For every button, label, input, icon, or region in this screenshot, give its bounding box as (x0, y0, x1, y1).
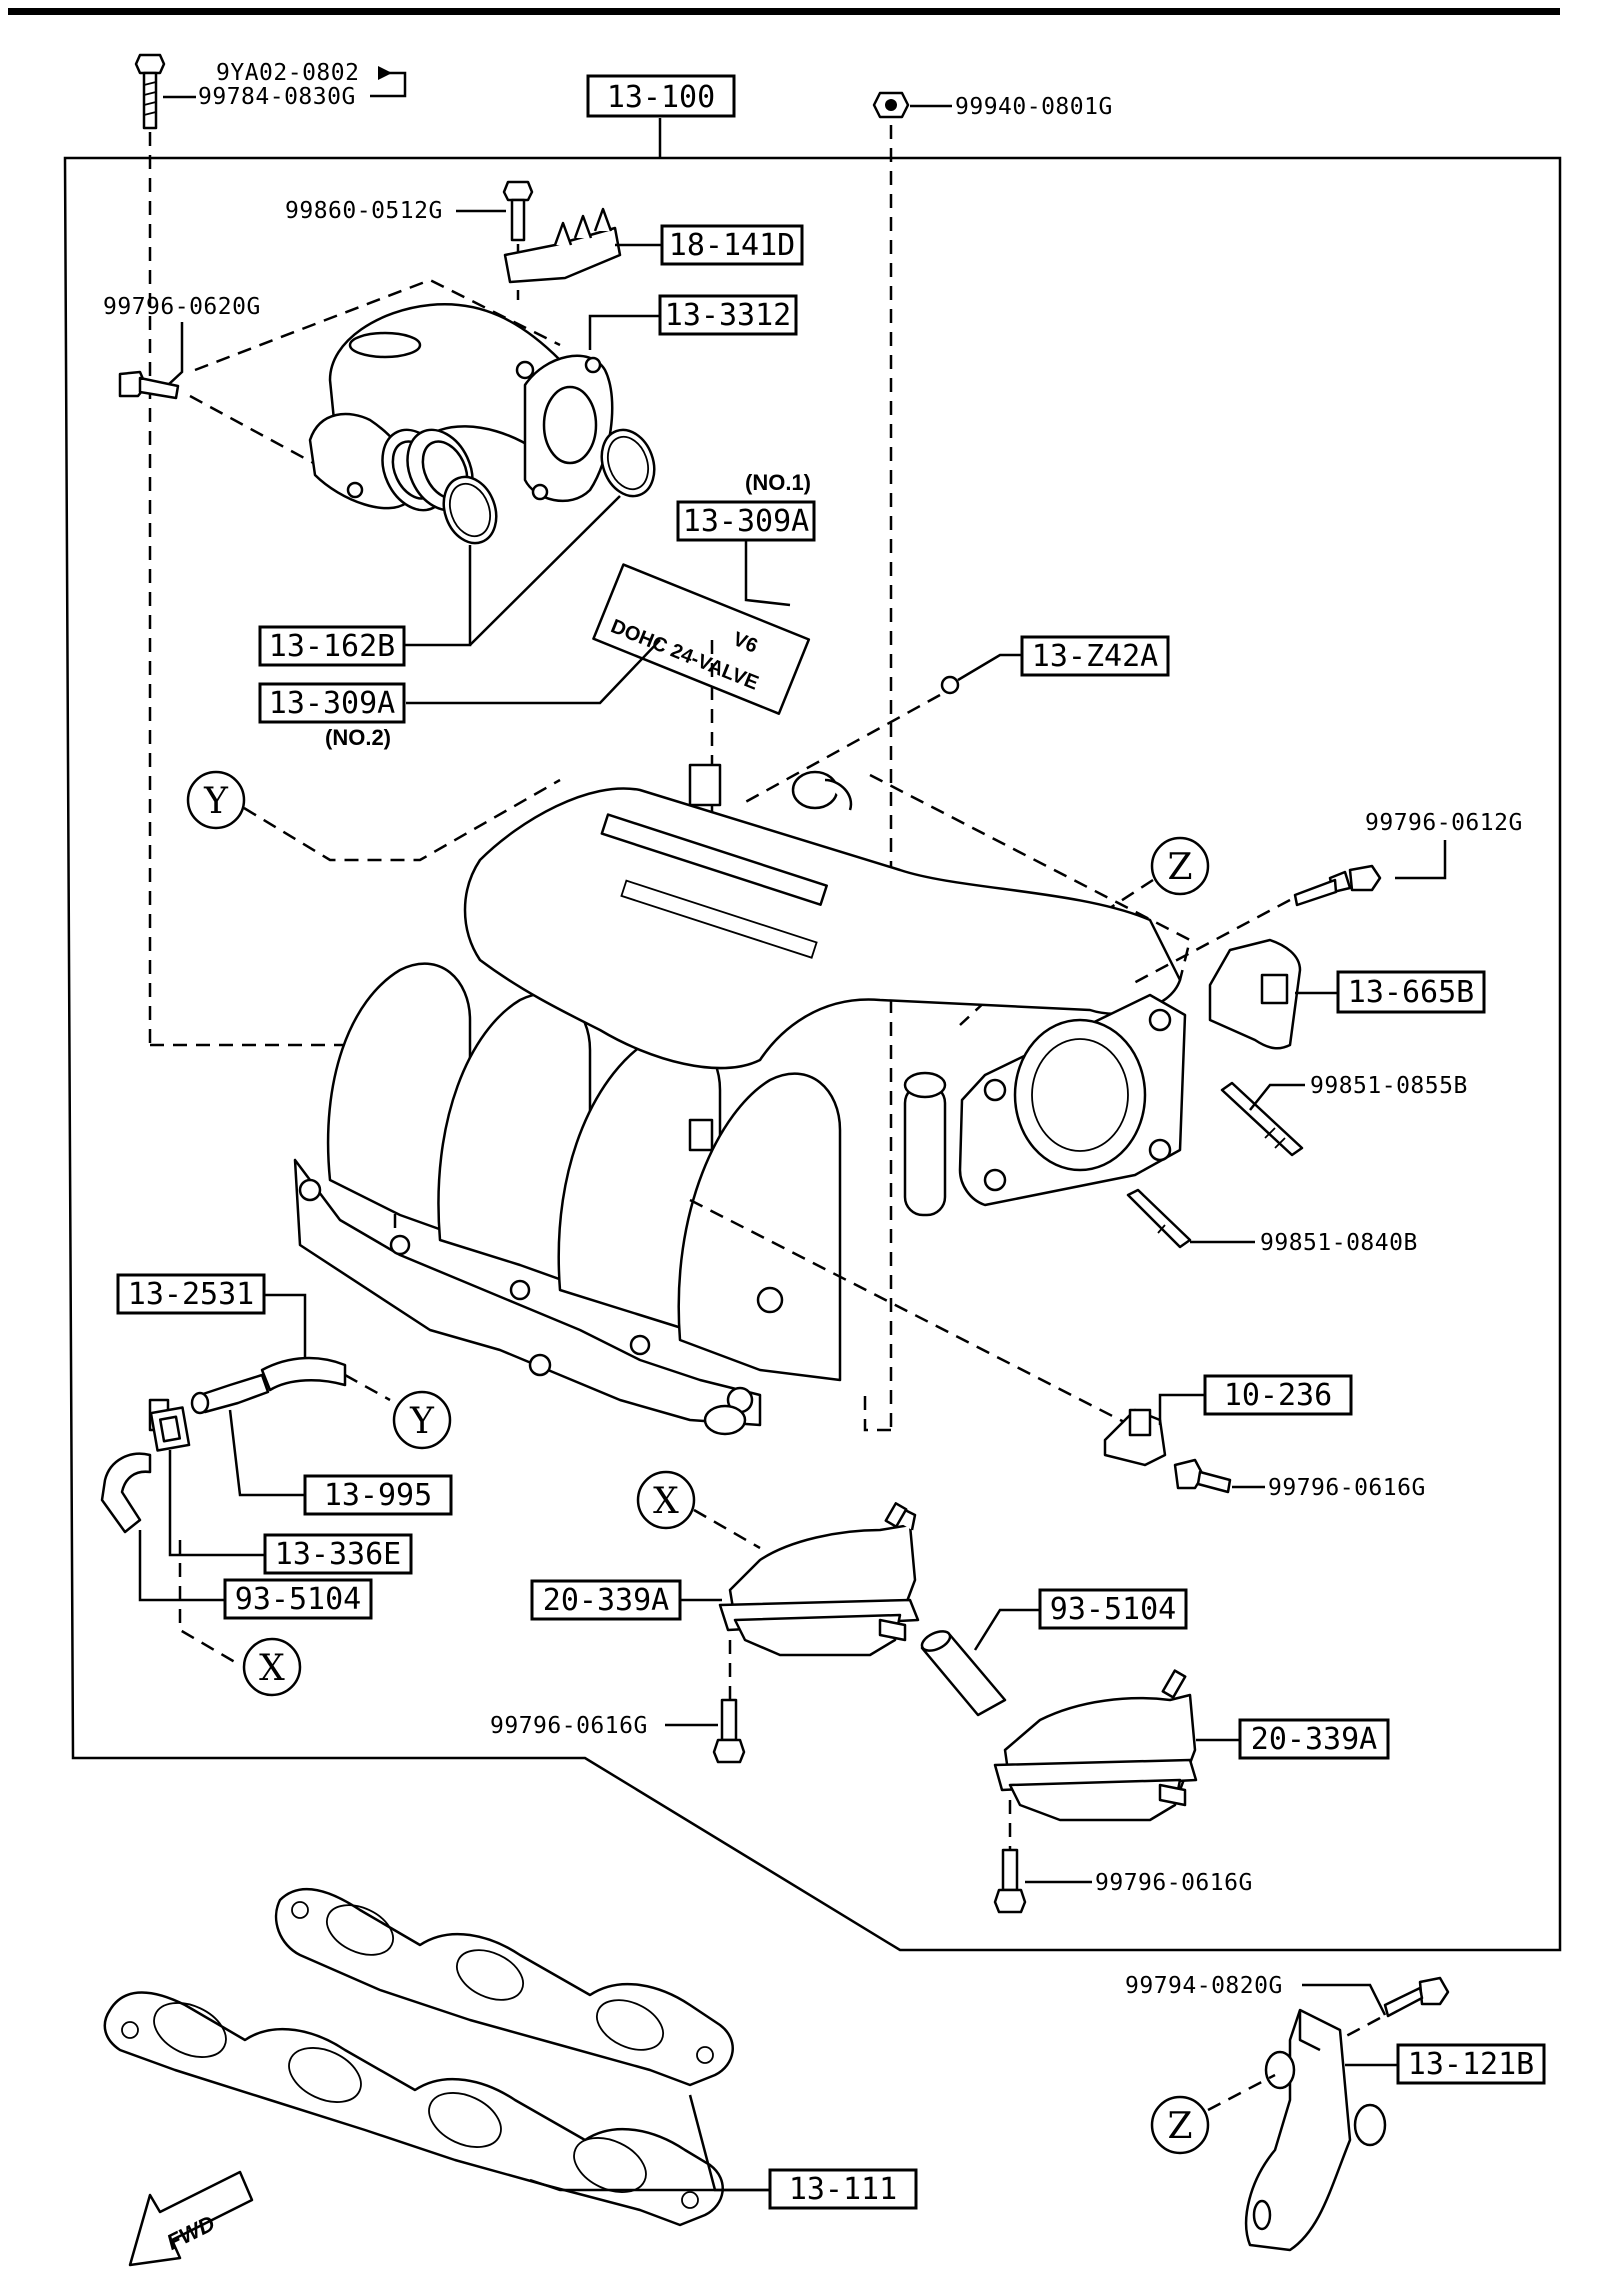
bolt-chamber1-label: 99796-0616G (490, 1713, 648, 1739)
bracket-part-label: 18-141D (669, 228, 795, 263)
gasket-part-box (768, 2168, 918, 2210)
resonance-chamber-upper (718, 1502, 920, 1657)
bolt-elbow-label: 99796-0620G (103, 294, 261, 320)
bolt-top-b-label: 99784-0830G (198, 84, 356, 110)
bottom-bracket-part-label: 13-121B (1408, 2047, 1534, 2082)
emblem2-part-label: 13-309A (269, 686, 395, 721)
clip (940, 675, 960, 695)
callout-z-lower (1150, 2095, 1210, 2155)
stud-lower-label: 99851-0840B (1260, 1230, 1418, 1256)
callout-x-lower (242, 1637, 302, 1697)
stud-upper-label: 99851-0855B (1310, 1073, 1468, 1099)
elbow-part-box (658, 294, 798, 336)
chamber1-part-label: 20-339A (543, 1583, 669, 1618)
clip-part-label: 13-Z42A (1032, 639, 1158, 674)
gasket-part-label: 13-111 (789, 2172, 897, 2207)
small-gasket-part-label: 13-336E (275, 1537, 401, 1572)
emblem1-part-label: 13-309A (683, 504, 809, 539)
svg-text:Y: Y (409, 1401, 435, 1442)
chamber1-bolt (712, 1698, 746, 1764)
bolt-right-label: 99796-0612G (1365, 810, 1523, 836)
plate-part-box (1336, 970, 1486, 1014)
bracket-part-box (660, 224, 804, 266)
bolt-bracket2-label: 99796-0616G (1268, 1475, 1426, 1501)
bolt-bottom-bracket-label: 99794-0820G (1125, 1973, 1283, 1999)
no2-note: (NO.2) (325, 725, 391, 750)
valve-part-label: 13-995 (324, 1478, 432, 1513)
intake-elbow (308, 303, 614, 512)
chamber2-part-label: 20-339A (1251, 1722, 1377, 1757)
elbow-bolt (118, 370, 180, 400)
bracket2-part-label: 10-236 (1224, 1378, 1332, 1413)
resonance-chamber-lower (993, 1669, 1198, 1822)
chamber2-bolt (993, 1848, 1027, 1914)
svg-text:Z: Z (1167, 2106, 1192, 2147)
o-ring-part-box (258, 625, 406, 667)
hose2-part-box (223, 1578, 373, 1620)
connector-hose (920, 1630, 1007, 1717)
wire-bracket (503, 207, 622, 284)
small-gasket-part-box (263, 1533, 413, 1575)
svg-text:Z: Z (1167, 847, 1192, 888)
bottom-bracket (1244, 2008, 1387, 2252)
pcv-hose (100, 1452, 152, 1534)
valve-part-box (303, 1474, 453, 1516)
stud-upper (1220, 1081, 1304, 1157)
top-bolt (134, 53, 166, 130)
o-rings (442, 428, 656, 545)
hose-bracket (1103, 1408, 1167, 1467)
callout-x-upper (636, 1470, 696, 1530)
chamber2-part-box (1238, 1718, 1390, 1760)
bolt-bracket-label: 99860-0512G (285, 198, 443, 224)
bottom-bracket-part-box (1396, 2043, 1546, 2085)
small-gasket (149, 1406, 191, 1452)
no1-note: (NO.1) (745, 470, 811, 495)
manifold-gasket (103, 1887, 734, 2227)
o-ring-part-label: 13-162B (269, 629, 395, 664)
intake-manifold (293, 763, 1187, 1436)
nut-top-label: 99940-0801G (955, 94, 1113, 120)
emblem-plate: DOHC 24-VALVE V6 (592, 563, 811, 715)
stud-lower (1126, 1188, 1192, 1249)
hose3-part-label: 93-5104 (1050, 1592, 1176, 1627)
plate-part-label: 13-665B (1348, 975, 1474, 1010)
top-nut (872, 91, 910, 119)
bolt-top-a-label: 9YA02-0802 (216, 60, 359, 86)
hose-part-box (116, 1273, 266, 1315)
bracket2-part-box (1203, 1374, 1353, 1416)
emblem1-part-box (676, 500, 816, 542)
hose3-part-box (1038, 1588, 1188, 1630)
svg-text:Y: Y (203, 781, 229, 822)
assembly-outline (63, 118, 1562, 1952)
bolt-chamber2-label: 99796-0616G (1095, 1870, 1253, 1896)
support-plate (1208, 938, 1302, 1050)
elbow-part-label: 13-3312 (665, 298, 791, 333)
callout-y-upper (186, 770, 246, 830)
top-border (8, 8, 1560, 15)
fwd-arrow: FWD (128, 2170, 254, 2267)
bracket2-bolt (1173, 1458, 1232, 1494)
svg-text:X: X (653, 1481, 679, 1522)
callout-y-lower (392, 1390, 452, 1450)
bypass-hose (148, 1356, 347, 1432)
assembly-part-label: 13-100 (607, 80, 715, 115)
bracket-bolt (502, 180, 534, 242)
assembly-part-box (586, 74, 736, 118)
callout-z-upper (1150, 836, 1210, 896)
emblem2-part-box (258, 682, 406, 724)
bottom-bracket-bolt (1383, 1976, 1450, 2018)
chamber1-part-box (530, 1579, 682, 1621)
hose2-part-label: 93-5104 (235, 1582, 361, 1617)
svg-text:X: X (259, 1648, 285, 1689)
right-bolt (1293, 864, 1382, 907)
hose-part-label: 13-2531 (128, 1277, 254, 1312)
clip-part-box (1020, 635, 1170, 677)
